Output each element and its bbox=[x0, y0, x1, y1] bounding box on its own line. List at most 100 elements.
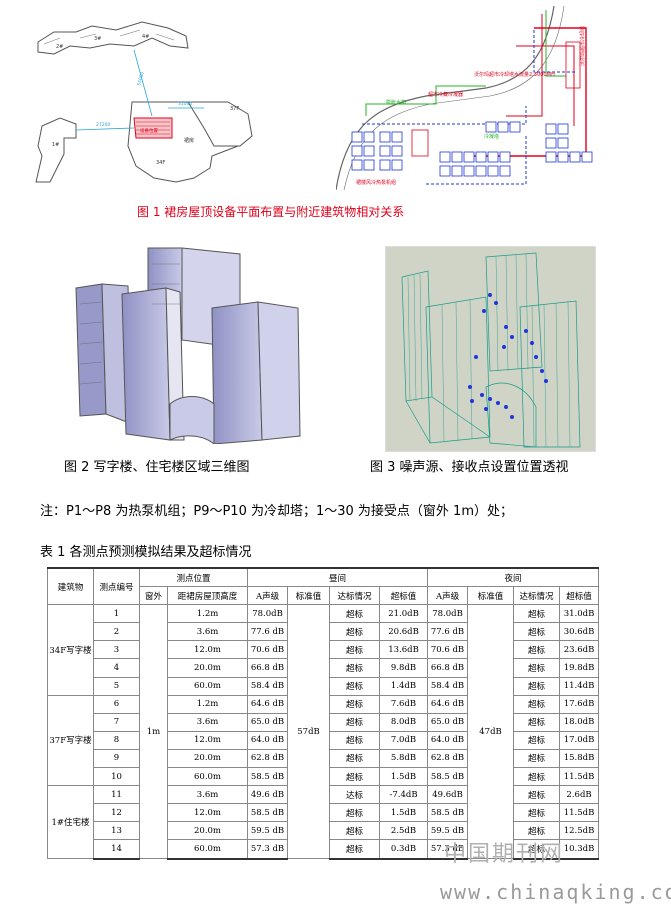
label-walmart-cooling: 沃尔玛超市冷却塔水流量2,300CMH bbox=[474, 71, 555, 78]
cell-day-exceed: 9.8dB bbox=[379, 658, 429, 678]
cell-point-no: 11 bbox=[93, 785, 140, 805]
header-point-no: 测点编号 bbox=[93, 567, 140, 606]
header-day: 昼间 bbox=[247, 567, 429, 588]
cell-day-exceed: 0.3dB bbox=[379, 839, 429, 860]
header-day-exceed: 超标值 bbox=[379, 586, 429, 606]
watermark-url: www.chinaqking.com bbox=[440, 880, 671, 904]
cell-night-exceed: 11.4dB bbox=[559, 676, 600, 696]
cell-day-status: 超标 bbox=[329, 712, 381, 732]
cell-height: 3.6m bbox=[166, 622, 249, 642]
cell-day-exceed: 7.6dB bbox=[379, 694, 429, 714]
header-night-exceed: 超标值 bbox=[559, 586, 600, 606]
cell-day-a-level: 58.5 dB bbox=[247, 803, 289, 823]
note-text: 注：P1～P8 为热泵机组；P9～P10 为冷却塔；1～30 为接受点（窗外 1… bbox=[40, 504, 513, 519]
cell-day-status: 超标 bbox=[329, 730, 381, 750]
cell-night-a-level: 49.6dB bbox=[427, 785, 469, 805]
label-condensing-tower: 冷凝塔 bbox=[484, 133, 499, 140]
cell-night-a-level: 58.5 dB bbox=[427, 767, 469, 787]
cell-point-no: 4 bbox=[93, 658, 140, 678]
cell-night-exceed: 17.6dB bbox=[559, 694, 600, 714]
cell-night-a-level: 64.0 dB bbox=[427, 730, 469, 750]
header-outside: 窗外 bbox=[139, 586, 168, 606]
cell-height: 1.2m bbox=[166, 604, 249, 624]
label-building-1: 1# bbox=[52, 142, 59, 148]
cell-height: 20.0m bbox=[166, 821, 249, 841]
cell-day-status: 超标 bbox=[329, 767, 381, 787]
label-equipment: 设备位置 bbox=[140, 127, 158, 134]
cell-night-exceed: 12.5dB bbox=[559, 821, 600, 841]
cell-night-a-level: 70.6 dB bbox=[427, 640, 469, 660]
cell-day-status: 超标 bbox=[329, 658, 381, 678]
cell-day-a-level: 64.6 dB bbox=[247, 694, 289, 714]
cell-day-a-level: 59.5 dB bbox=[247, 821, 289, 841]
cell-day-exceed: 13.6dB bbox=[379, 640, 429, 660]
label-building-4: 4# bbox=[142, 34, 149, 40]
cell-height: 60.0m bbox=[166, 839, 249, 860]
cell-night-a-level: 77.6 dB bbox=[427, 622, 469, 642]
label-podium: 裙房 bbox=[184, 137, 194, 144]
cell-day-a-level: 78.0dB bbox=[247, 604, 289, 624]
cell-night-status: 超标 bbox=[513, 748, 561, 769]
cell-height: 3.6m bbox=[166, 785, 249, 805]
cell-point-no: 7 bbox=[93, 712, 140, 732]
cell-day-status: 超标 bbox=[329, 694, 381, 714]
cell-building: 34F写字楼 bbox=[47, 604, 94, 696]
cell-night-a-level: 58.5 dB bbox=[427, 803, 469, 823]
cell-day-standard: 57dB bbox=[287, 604, 331, 859]
cell-night-exceed: 11.5dB bbox=[559, 803, 600, 823]
figure1-caption: 图 1 裙房屋顶设备平面布置与附近建筑物相对关系 bbox=[137, 205, 405, 219]
label-expansion-tank: 膨胀水箱 bbox=[386, 99, 406, 106]
cell-night-exceed: 11.5dB bbox=[559, 767, 600, 787]
cell-day-a-level: 70.6 dB bbox=[247, 640, 289, 660]
cell-point-no: 12 bbox=[93, 803, 140, 823]
cell-night-status: 超标 bbox=[513, 640, 561, 660]
label-34f: 34F bbox=[156, 160, 165, 166]
cell-night-status: 超标 bbox=[513, 712, 561, 732]
label-dim-27200: 27200 bbox=[96, 122, 110, 128]
watermark-cn: 中国期刊网 bbox=[444, 842, 565, 867]
cell-night-status: 超标 bbox=[513, 785, 561, 805]
cell-day-a-level: 62.8 dB bbox=[247, 748, 289, 769]
cell-night-status: 超标 bbox=[513, 767, 561, 787]
header-night-status: 达标情况 bbox=[513, 586, 561, 606]
cell-day-exceed: 8.0dB bbox=[379, 712, 429, 732]
cell-point-no: 1 bbox=[93, 604, 140, 624]
cell-day-status: 超标 bbox=[329, 803, 381, 823]
table-title: 表 1 各测点预测模拟结果及超标情况 bbox=[40, 545, 252, 560]
cell-night-status: 超标 bbox=[513, 839, 561, 860]
cell-height: 3.6m bbox=[166, 712, 249, 732]
cell-day-a-level: 49.6 dB bbox=[247, 785, 289, 805]
cell-building: 37F写字楼 bbox=[47, 694, 94, 787]
cell-day-status: 超标 bbox=[329, 839, 381, 860]
cell-building: 1#住宅楼 bbox=[47, 785, 94, 859]
cell-night-exceed: 15.8dB bbox=[559, 748, 600, 769]
cell-night-status: 超标 bbox=[513, 676, 561, 696]
label-walmart-cooling-tower: 沃尔玛超市冷却塔 bbox=[579, 26, 586, 66]
header-day-a-level: A声级 bbox=[247, 586, 289, 606]
label-37f: 37F bbox=[230, 106, 239, 112]
cell-night-exceed: 31.0dB bbox=[559, 604, 600, 624]
table-header-row-1: 建筑物 测点编号 测点位置 昼间 夜间 bbox=[47, 567, 600, 606]
cell-day-exceed: 5.8dB bbox=[379, 748, 429, 769]
cell-day-a-level: 57.3 dB bbox=[247, 839, 289, 860]
cell-night-status: 超标 bbox=[513, 622, 561, 642]
cell-point-no: 3 bbox=[93, 640, 140, 660]
cell-point-no: 5 bbox=[93, 676, 140, 696]
cell-day-exceed: 1.4dB bbox=[379, 676, 429, 696]
cell-night-status: 超标 bbox=[513, 658, 561, 678]
table-header-row-2: 窗外 距裙房屋顶高度 A声级 标准值 达标情况 超标值 A声级 标准值 达标情况… bbox=[48, 586, 600, 606]
cell-night-a-level: 66.8 dB bbox=[427, 658, 469, 678]
header-day-status: 达标情况 bbox=[329, 586, 381, 606]
header-day-standard: 标准值 bbox=[287, 586, 331, 606]
figure3-noise-perspective bbox=[385, 246, 596, 452]
cell-day-status: 超标 bbox=[329, 748, 381, 769]
